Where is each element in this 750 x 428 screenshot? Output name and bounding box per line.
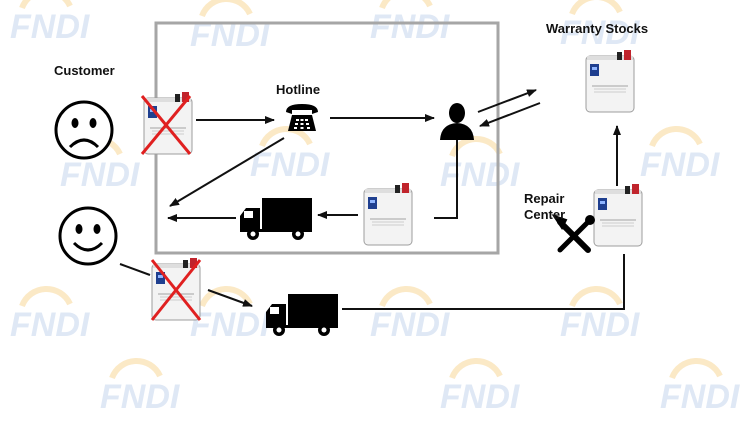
- happy-face-icon: [58, 206, 118, 266]
- sad-face-icon: [54, 100, 114, 160]
- repair-center-label-line1: Repair: [524, 191, 565, 206]
- repair-center-label-line2: Center: [524, 207, 566, 222]
- truck-icon: [266, 294, 338, 336]
- flow-arrows: [119, 89, 625, 310]
- repair-center-unit: [593, 183, 643, 247]
- arrow-unit-to-truck-bottom: [207, 289, 253, 307]
- arrow-warranty-to-person: [479, 102, 541, 127]
- replacement-unit: [363, 182, 413, 246]
- telephone-icon: [286, 104, 318, 131]
- warranty-stock-unit: [585, 49, 635, 113]
- person-icon: [440, 103, 474, 140]
- customer-label: Customer: [54, 63, 115, 78]
- warranty-stocks-label: Warranty Stocks: [546, 21, 649, 36]
- hotline-label: Hotline: [276, 82, 321, 97]
- arrow-truck-to-repair: [342, 254, 625, 310]
- truck-icon: [240, 198, 312, 240]
- arrow-hotline-to-customer: [169, 137, 285, 207]
- repair-tools-icon: [551, 214, 595, 253]
- red-cross-icon: [150, 259, 202, 321]
- red-cross-icon: [140, 95, 192, 155]
- arrow-person-to-unit: [434, 140, 458, 219]
- arrow-customer-to-unit: [119, 263, 151, 276]
- arrow-person-to-warranty: [477, 89, 537, 113]
